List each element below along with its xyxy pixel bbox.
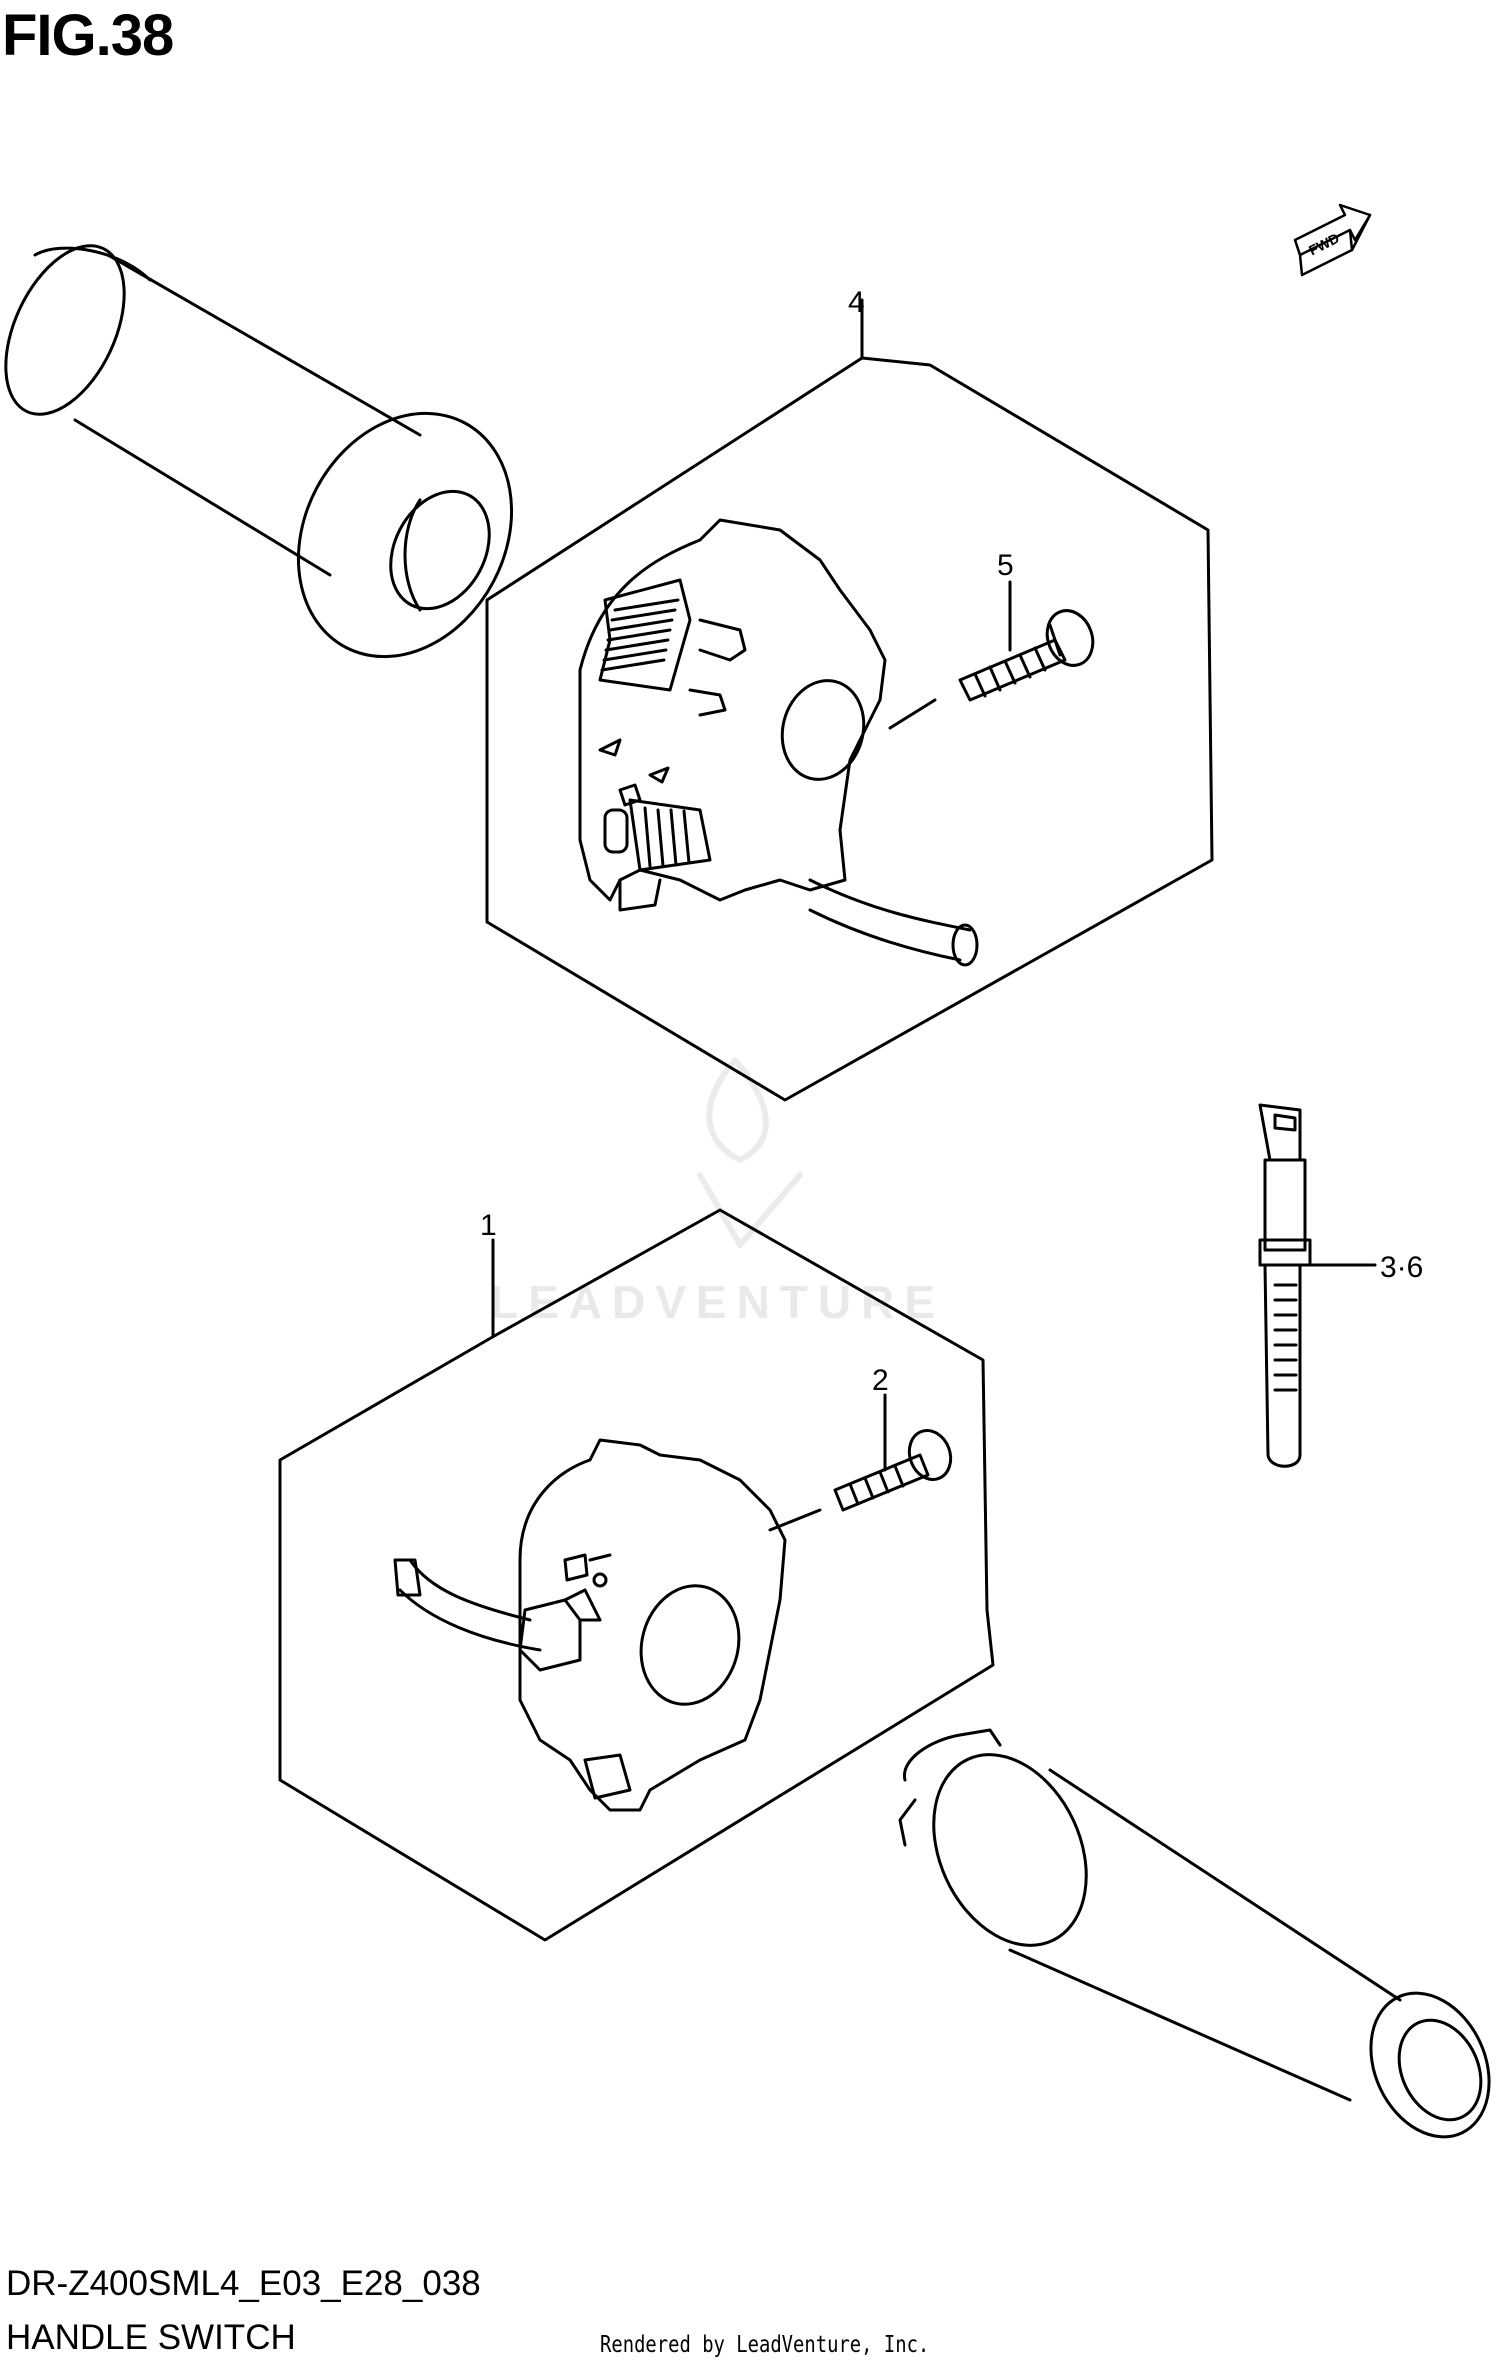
cable-tie: [1258, 1103, 1312, 1468]
bolt-2: [833, 1429, 953, 1512]
render-credit: Rendered by LeadVenture, Inc.: [600, 2332, 930, 2358]
callout-1-label: 1: [480, 1209, 497, 1242]
watermark-text: LEADVENTURE: [490, 1276, 946, 1328]
callout-5-label: 5: [997, 549, 1014, 582]
callout-2-label: 2: [872, 1364, 889, 1397]
assembly-1-outline: [278, 1208, 995, 1942]
right-grip: [898, 1728, 1491, 2139]
left-handle-switch: [393, 1438, 822, 1812]
figure-name: HANDLE SWITCH: [6, 2318, 296, 2357]
bolt-5: [958, 609, 1095, 702]
callout-3-6-label: 3·6: [1380, 1251, 1423, 1284]
left-grip: [4, 244, 514, 659]
fwd-arrow-icon: [1293, 203, 1372, 277]
watermark-logo: [697, 1057, 803, 1248]
assembly-4-outline: [485, 356, 1214, 1102]
right-handle-switch: [578, 518, 979, 967]
figure-title: FIG.38: [2, 3, 174, 68]
fwd-label: FWD: [1306, 230, 1342, 259]
figure-code: DR-Z400SML4_E03_E28_038: [6, 2264, 481, 2303]
callout-4-label: 4: [848, 286, 865, 319]
